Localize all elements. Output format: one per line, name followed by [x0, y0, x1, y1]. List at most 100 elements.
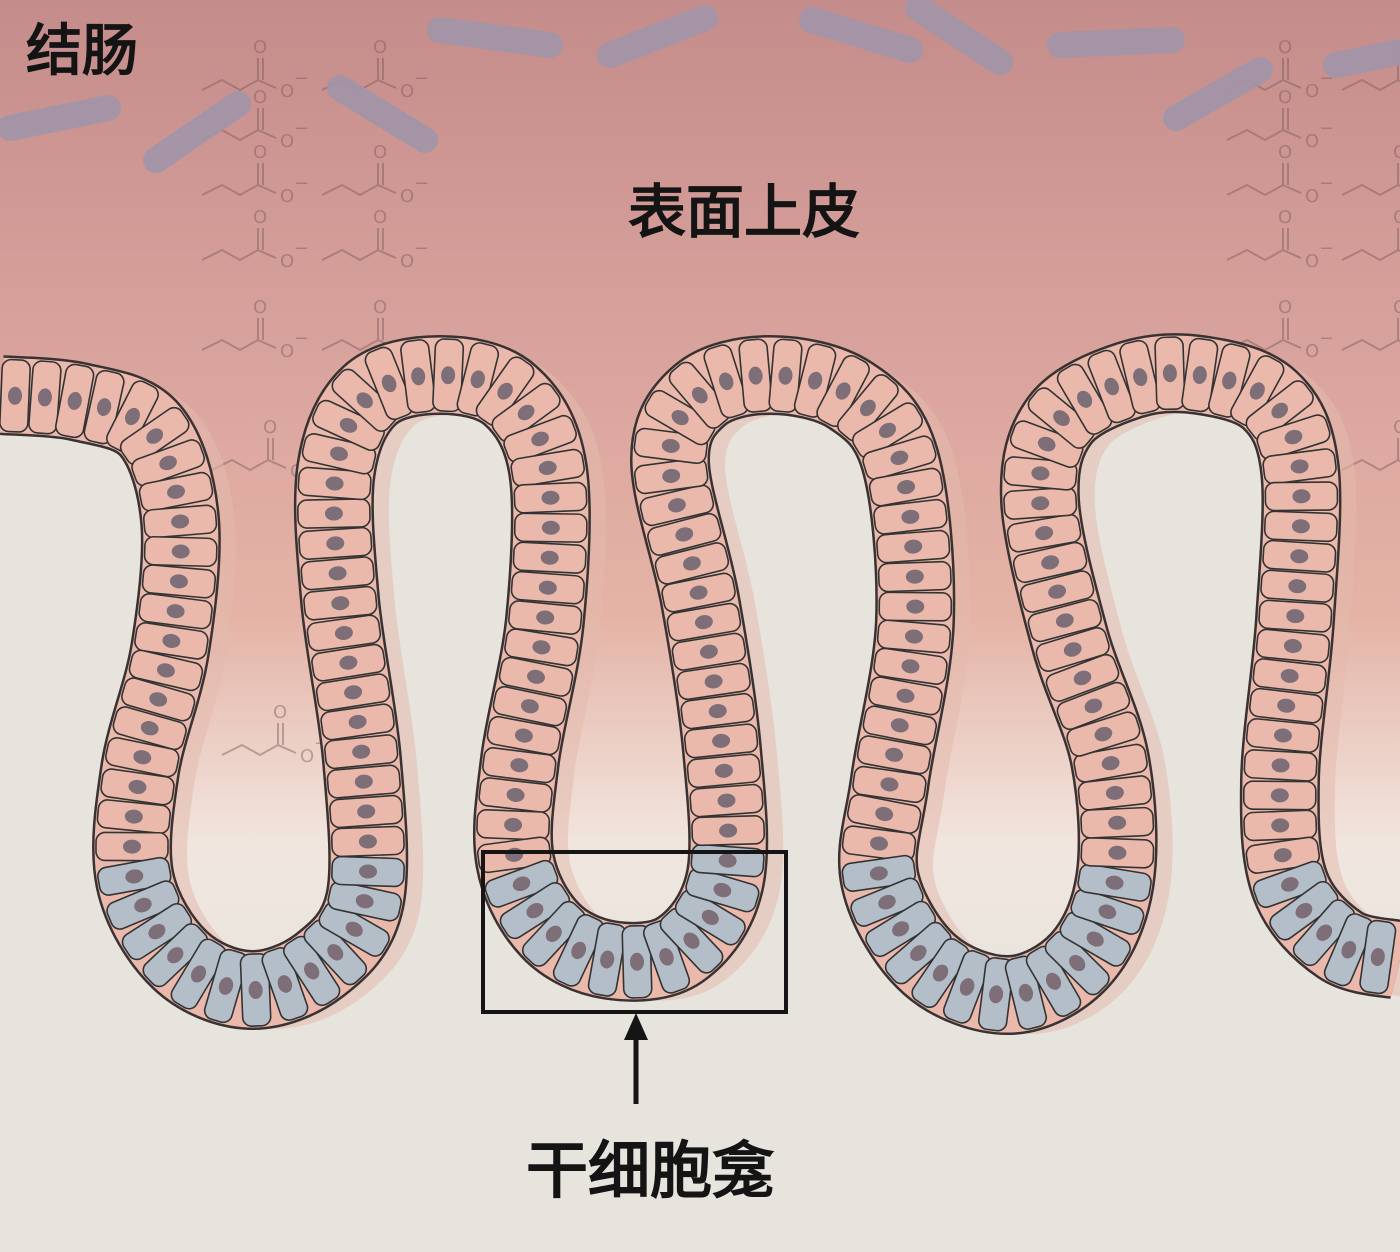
cell-nucleus [124, 809, 143, 824]
cell-nucleus [675, 527, 694, 542]
cell-nucleus [667, 498, 686, 513]
cell-nucleus [325, 476, 344, 491]
cell-nucleus [354, 774, 373, 789]
molecule-atom-label: O [1305, 81, 1319, 102]
molecule-bond [257, 339, 277, 349]
molecule-atom-label: O [373, 142, 387, 163]
cell-nucleus [1063, 642, 1082, 657]
cell-nucleus [356, 392, 373, 409]
molecule-atom-label: O [400, 186, 414, 207]
cell-nucleus [538, 460, 557, 475]
molecule-bond [1341, 183, 1399, 197]
epithelial-cell [1181, 337, 1219, 413]
cell-nucleus [334, 625, 353, 641]
cell-nucleus [897, 480, 916, 495]
cell-nucleus [1270, 788, 1289, 803]
epithelial-cell [868, 467, 944, 507]
cell-nucleus [959, 978, 975, 996]
stem-cell [1359, 919, 1397, 995]
epithelial-cell [1260, 569, 1335, 603]
molecule-atom-label: O [373, 207, 387, 228]
molecule-atom-label: O [1393, 417, 1400, 438]
stem-cell [499, 882, 571, 940]
cell-nucleus [835, 382, 851, 400]
epithelial-cell [508, 600, 583, 635]
molecule-bond [1282, 339, 1302, 349]
cell-nucleus [339, 655, 358, 670]
molecule-bond [1341, 338, 1399, 352]
stem-cell [865, 900, 937, 958]
epithelial-cell [644, 389, 716, 446]
cell-nucleus [717, 793, 736, 808]
stem-cell [642, 919, 691, 994]
colon-label: 结肠 [26, 19, 138, 84]
epithelial-cell [513, 512, 588, 543]
molecule-bond [1226, 128, 1284, 142]
epithelial-cell [868, 676, 943, 716]
epithelial-cell [654, 542, 730, 585]
epithelial-cell [1256, 414, 1331, 460]
molecule-bond [1226, 183, 1284, 197]
cell-nucleus [1283, 638, 1302, 654]
cell-nucleus [1273, 848, 1292, 863]
molecule-atom-label: O [1278, 297, 1292, 318]
stem-cell [552, 914, 605, 987]
cell-nucleus [470, 370, 485, 389]
molecule-atom-label: O [1278, 207, 1292, 228]
cell-nucleus [880, 777, 899, 792]
cell-nucleus [248, 981, 263, 999]
cell-nucleus [540, 550, 559, 565]
molecule-atom-label: − [414, 68, 429, 89]
molecule-atom-label: O [1305, 251, 1319, 272]
epithelial-cell [1154, 336, 1186, 411]
molecule-bond [321, 183, 379, 197]
bacterium-rod [1163, 57, 1273, 131]
epithelial-cell [513, 481, 588, 514]
cell-nucleus [910, 945, 927, 962]
bacterium-rod [905, 0, 1013, 75]
epithelial-cell [1006, 513, 1082, 553]
molecule-bond [1282, 184, 1302, 194]
cell-nucleus [683, 556, 701, 571]
cell-nucleus [67, 391, 82, 410]
butyrate-molecule: OO− [201, 207, 309, 272]
epithelial-cell [324, 734, 399, 770]
epithelial-cell [1087, 349, 1136, 424]
cell-nucleus [1370, 948, 1385, 966]
epithelial-cell [668, 361, 731, 429]
epithelial-cell [432, 338, 465, 413]
molecule-atom-label: O [300, 746, 314, 767]
cell-nucleus [357, 804, 376, 819]
cell-nucleus [381, 374, 397, 393]
cell-nucleus [689, 585, 708, 600]
cell-nucleus [1192, 366, 1207, 384]
cell-nucleus [906, 599, 925, 614]
stem-cell [239, 953, 272, 1027]
molecule-bond [1282, 249, 1302, 259]
epithelial-cell [816, 354, 870, 428]
butyrate-molecule: OO− [1226, 297, 1334, 362]
molecule-bond [1226, 248, 1284, 262]
molecule-bond [257, 79, 277, 89]
cell-nucleus [1271, 758, 1290, 773]
molecule-bond [321, 338, 379, 352]
butyrate-molecule: OO− [201, 297, 309, 362]
cell-nucleus [171, 544, 190, 559]
epithelial-cell [297, 498, 371, 529]
cell-nucleus [512, 876, 531, 892]
stem-cell [674, 889, 746, 946]
epithelial-cell [1056, 363, 1113, 435]
cell-nucleus [1290, 459, 1309, 474]
epithelial-cell [330, 825, 405, 858]
epithelial-cell [329, 794, 404, 829]
epithelial-cell [873, 647, 948, 685]
bacterium-rod [143, 91, 251, 173]
epithelial-cell [1245, 718, 1321, 753]
cell-nucleus [1271, 818, 1290, 833]
cell-nucleus [527, 669, 545, 684]
cell-nucleus [1292, 489, 1311, 504]
epithelial-cell [138, 593, 213, 630]
epithelial-cell [112, 706, 187, 751]
molecule-atom-label: − [294, 238, 309, 259]
butyrate-molecule: OO− [1226, 37, 1334, 102]
